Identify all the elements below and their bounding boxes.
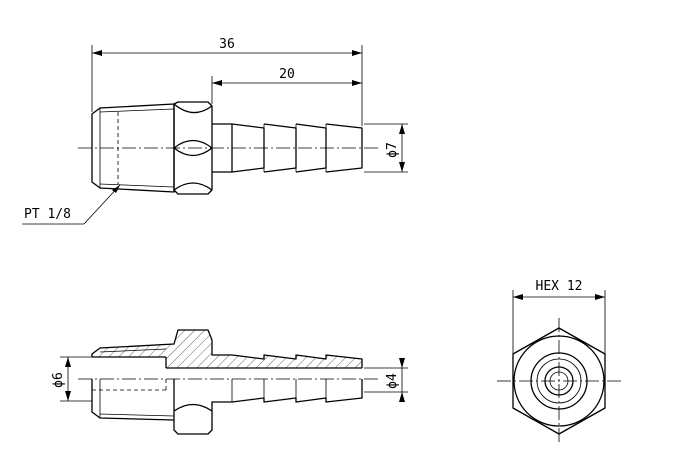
arrow <box>352 80 362 86</box>
arrow <box>212 80 222 86</box>
hex-arc-mid-bottom <box>173 147 213 157</box>
arrow <box>65 357 71 367</box>
thread-root-bottom <box>99 413 175 417</box>
dim-phi6: ϕ6 <box>51 356 92 402</box>
dim-phi7: ϕ7 <box>364 123 408 173</box>
arrow <box>399 162 405 172</box>
arrow <box>92 50 102 56</box>
hex-arc-bottom <box>173 182 213 191</box>
thread-root-bottom <box>99 183 175 188</box>
barb-4 <box>325 123 363 173</box>
arrow <box>65 391 71 401</box>
end-view <box>497 318 622 444</box>
thread-circle <box>530 352 588 410</box>
dim-20-label: 20 <box>279 67 295 82</box>
arrow <box>595 294 605 300</box>
hex-arc-top <box>173 103 213 114</box>
arrow <box>352 50 362 56</box>
side-view <box>78 101 380 195</box>
dim-phi4-label: ϕ4 <box>385 373 400 389</box>
dim-36-label: 36 <box>219 37 235 52</box>
arrow <box>399 392 405 402</box>
hex-arc-mid-top <box>173 139 213 149</box>
section-outline-top <box>91 329 363 368</box>
arrow <box>399 358 405 368</box>
dim-phi6-label: ϕ6 <box>51 372 66 388</box>
thread-root <box>99 348 167 353</box>
dim-hex: HEX 12 <box>512 279 606 354</box>
bore-circle-outer <box>536 358 582 404</box>
hex-label: HEX 12 <box>536 279 583 294</box>
section-view <box>78 329 380 435</box>
section-hatch <box>92 330 362 368</box>
section-outline-bottom <box>91 379 363 435</box>
hex-chamfer-circle <box>513 335 605 427</box>
neck <box>212 123 233 173</box>
dim-phi4: ϕ4 <box>364 358 408 402</box>
arrow <box>513 294 523 300</box>
hex-arc <box>173 403 213 412</box>
dim-phi7-label: ϕ7 <box>385 142 400 158</box>
arrow <box>112 185 120 193</box>
bore-circle-inner <box>549 371 569 391</box>
dim-36: 36 <box>91 37 363 126</box>
arrow <box>399 124 405 134</box>
dim-20: 20 <box>211 67 362 104</box>
thread-root-top <box>99 108 175 113</box>
bore-circle <box>544 366 574 396</box>
thread-label: PT 1/8 <box>24 207 71 222</box>
thread-callout: PT 1/8 <box>22 184 121 225</box>
